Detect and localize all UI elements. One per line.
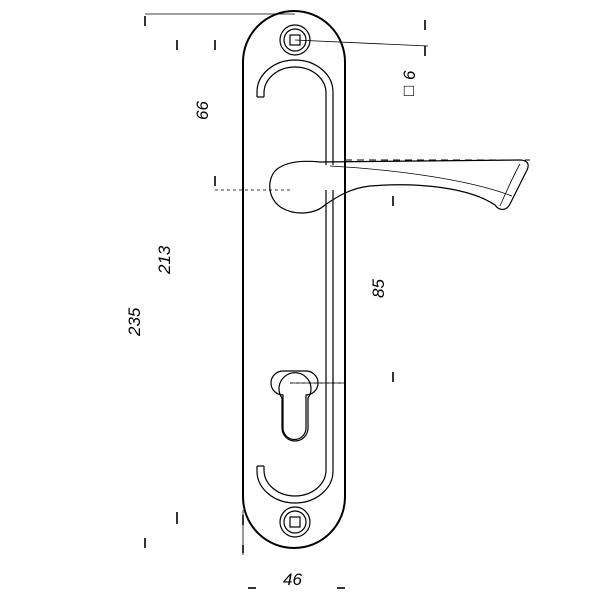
dim-total-height: 235 xyxy=(125,307,144,337)
backplate xyxy=(242,10,346,549)
construction-lines xyxy=(145,13,530,555)
square-symbol-icon: □ xyxy=(399,86,418,96)
cylinder-cutout xyxy=(270,370,319,442)
dim-backset: 85 xyxy=(369,279,388,298)
upper-groove xyxy=(256,59,334,165)
dim-square-size: 6 xyxy=(400,70,419,80)
lower-groove xyxy=(256,190,334,504)
dimension-labels: 235 213 66 85 46 6 □ xyxy=(125,70,419,589)
dim-plate-width: 46 xyxy=(283,570,302,589)
dim-top-to-spindle: 66 xyxy=(193,101,212,120)
dim-spindle-to-cylinder: 213 xyxy=(155,245,174,275)
bottom-screw xyxy=(279,506,311,538)
dimension-ticks xyxy=(144,16,426,589)
lever-handle xyxy=(269,159,529,214)
